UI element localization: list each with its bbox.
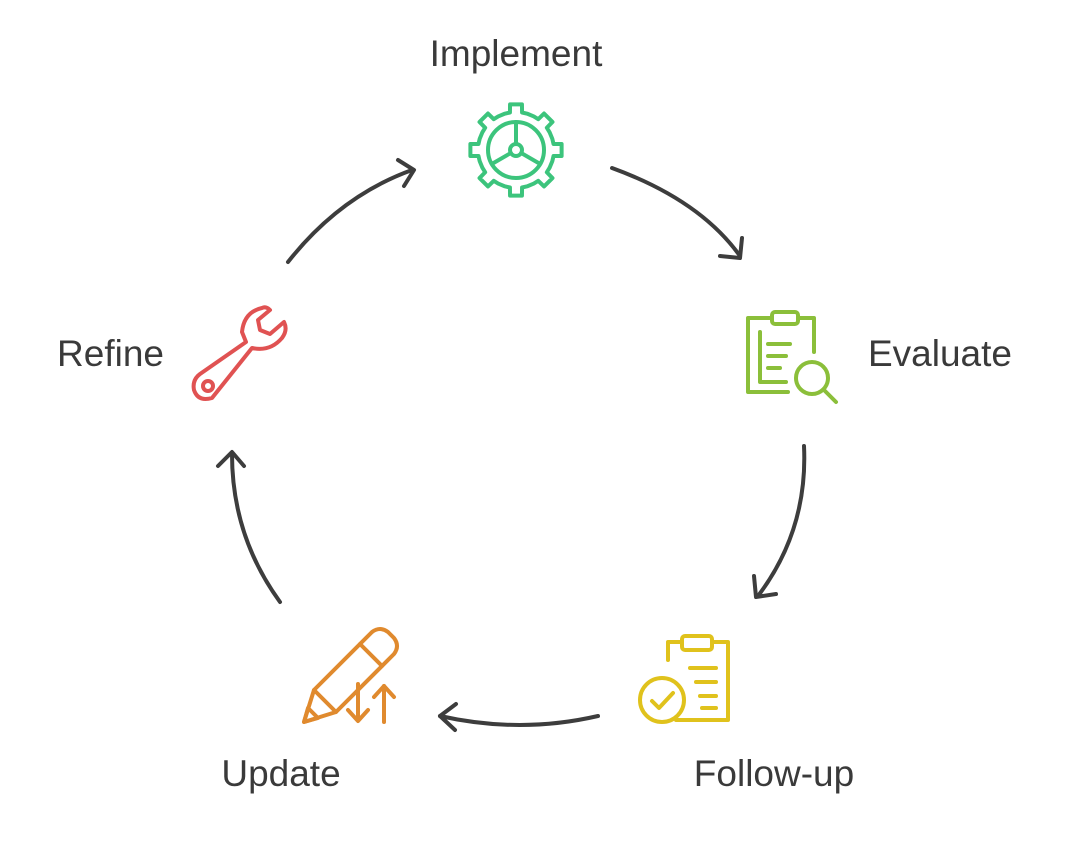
step-implement: Implement bbox=[430, 33, 603, 198]
step-evaluate: Evaluate bbox=[746, 310, 1012, 404]
step-label-implement: Implement bbox=[430, 33, 603, 74]
step-update: Update bbox=[221, 627, 399, 794]
gear-icon bbox=[468, 102, 564, 198]
step-label-followup: Follow-up bbox=[694, 753, 854, 794]
arrow-refine-to-implement bbox=[286, 158, 416, 264]
clipboard-search-icon bbox=[746, 310, 838, 404]
step-label-update: Update bbox=[221, 753, 340, 794]
step-followup: Follow-up bbox=[638, 634, 854, 794]
arrow-update-to-refine bbox=[216, 450, 282, 604]
pencil-arrows-icon bbox=[302, 627, 399, 724]
arrow-followup-to-update bbox=[438, 702, 600, 732]
arrow-evaluate-to-followup bbox=[752, 444, 807, 599]
step-refine: Refine bbox=[57, 305, 288, 401]
wrench-icon bbox=[191, 305, 288, 401]
arrow-implement-to-evaluate bbox=[610, 166, 744, 260]
clipboard-check-icon bbox=[638, 634, 730, 724]
step-label-refine: Refine bbox=[57, 333, 164, 374]
step-label-evaluate: Evaluate bbox=[868, 333, 1012, 374]
